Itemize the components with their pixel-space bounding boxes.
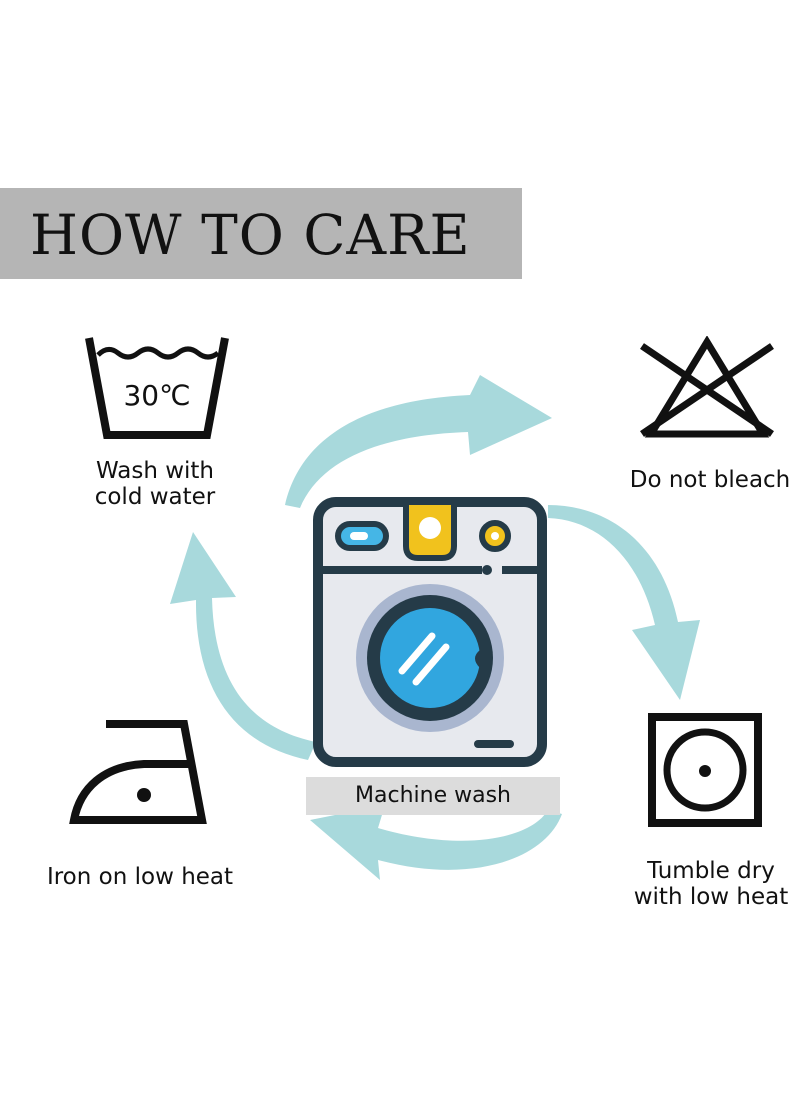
machine-label-background (306, 777, 560, 815)
arrow-bottom (310, 805, 562, 880)
iron-icon (69, 720, 207, 824)
machine-wash-label: Machine wash (355, 783, 511, 808)
bleach-label: Do not bleach (629, 467, 791, 493)
wash-label: Wash with cold water (70, 458, 240, 510)
wash-temp: 30℃ (123, 379, 190, 412)
tumble-dry-icon (648, 713, 762, 827)
page-title: HOW TO CARE (30, 203, 471, 267)
washing-machine-icon (313, 497, 547, 767)
arrow-left (170, 532, 316, 760)
wash-label-line2: cold water (94, 484, 216, 510)
dry-label-line1: Tumble dry (647, 858, 775, 884)
no-bleach-icon (640, 336, 774, 438)
arrow-top (285, 375, 552, 508)
wash-label-line1: Wash with (95, 458, 215, 484)
title-banner (0, 188, 522, 279)
iron-label: Iron on low heat (46, 864, 234, 890)
dry-label-line2: with low heat (633, 884, 789, 910)
dry-label: Tumble dry with low heat (622, 858, 800, 910)
arrow-right (548, 505, 700, 700)
washtub-icon: 30℃ (85, 337, 229, 439)
